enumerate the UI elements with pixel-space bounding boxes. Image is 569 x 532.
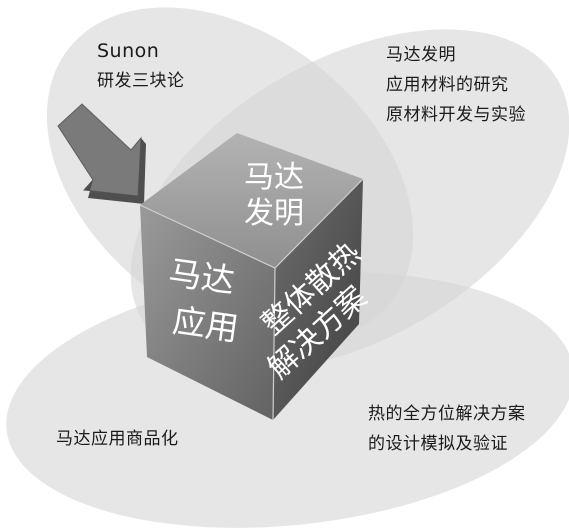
annotation-top-right-line-2: 应用材料的研究 xyxy=(386,75,509,95)
annotation-top-right-line-1: 马达发明 xyxy=(386,45,456,65)
cube-top-face xyxy=(140,133,363,268)
cube xyxy=(139,133,364,421)
cube-left-face xyxy=(140,205,275,420)
cube-right-face xyxy=(273,179,363,420)
annotation-top-right-line-3: 原材料开发与实验 xyxy=(386,105,526,125)
cube-top-line-1: 马达 xyxy=(244,160,304,195)
diagram-subtitle: 研发三块论 xyxy=(97,71,185,91)
cube-left-line-2: 应用 xyxy=(170,301,241,349)
annotation-bottom-left-text: 马达应用商品化 xyxy=(56,429,179,449)
cube-top-line-2: 发明 xyxy=(244,196,304,231)
brand-name: Sunon xyxy=(97,40,160,62)
annotation-bottom-right-line-2: 的设计模拟及验证 xyxy=(368,434,508,454)
arrow-icon xyxy=(57,103,146,204)
title-block: Sunon 研发三块论 xyxy=(97,36,185,96)
annotation-top-right: 马达发明 应用材料的研究 原材料开发与实验 xyxy=(386,40,526,130)
annotation-bottom-left: 马达应用商品化 xyxy=(56,426,179,453)
annotation-bottom-right-line-1: 热的全方位解决方案 xyxy=(368,404,526,424)
cube-left-line-1: 马达 xyxy=(166,253,237,301)
annotation-bottom-right: 热的全方位解决方案 的设计模拟及验证 xyxy=(368,399,526,459)
